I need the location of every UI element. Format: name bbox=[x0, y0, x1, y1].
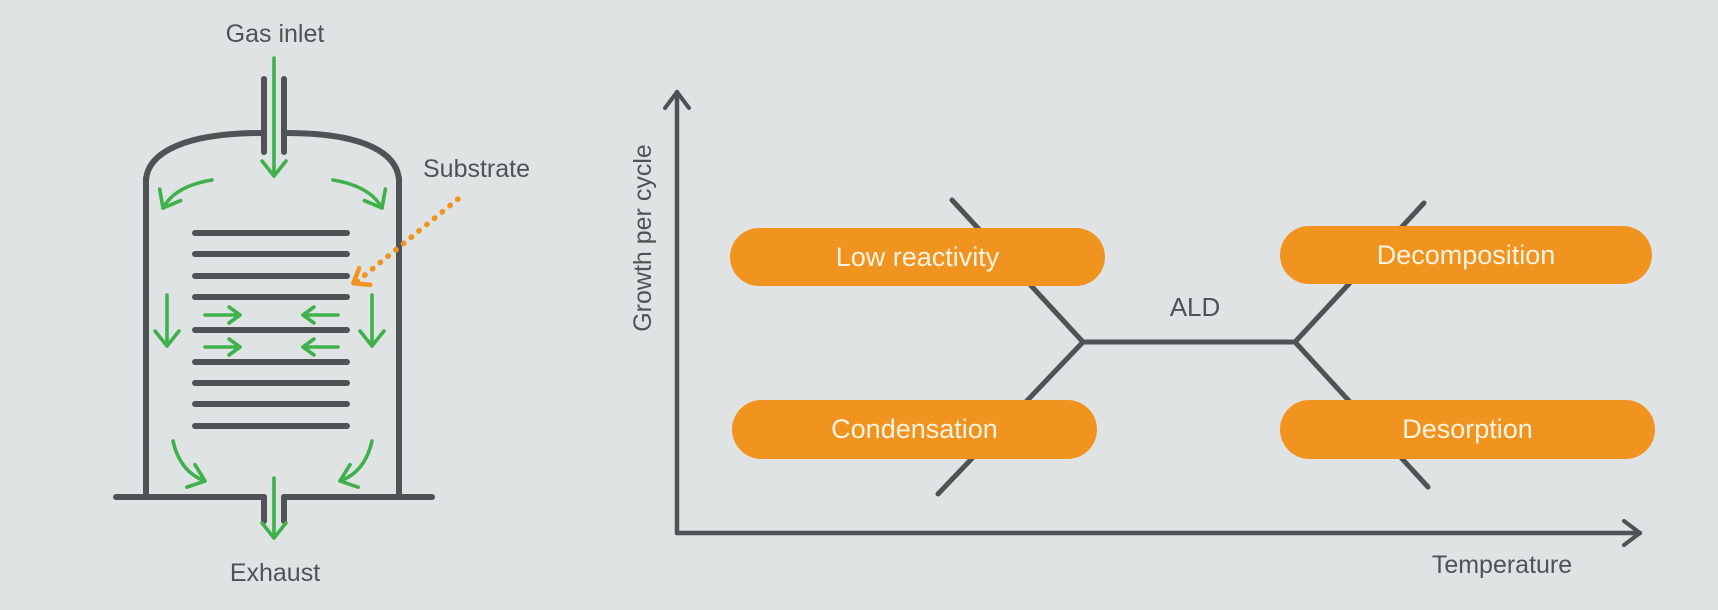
x-axis-label: Temperature bbox=[1431, 551, 1573, 579]
exhaust-label: Exhaust bbox=[229, 559, 321, 587]
gas-inlet-label: Gas inlet bbox=[225, 20, 325, 48]
region-pill-condensation: Condensation bbox=[732, 400, 1097, 459]
dome-flow-arrow-left bbox=[157, 178, 214, 210]
bottom-flow-arrow-left bbox=[171, 439, 207, 490]
ald-window-label: ALD bbox=[1169, 292, 1221, 322]
reactor-outline bbox=[113, 76, 435, 524]
substrate-label: Substrate bbox=[423, 155, 531, 183]
exhaust-tube bbox=[261, 494, 287, 524]
gas-flow-arrows bbox=[153, 56, 388, 540]
region-pill-low-reactivity: Low reactivity bbox=[730, 228, 1105, 286]
y-axis-label: Growth per cycle bbox=[629, 144, 657, 332]
gas-inlet-tube bbox=[261, 76, 287, 155]
region-pill-desorption: Desorption bbox=[1280, 400, 1655, 459]
region-pill-decomposition: Decomposition bbox=[1280, 226, 1652, 284]
dome-flow-arrow-right bbox=[331, 178, 388, 210]
reactor-dome-left bbox=[143, 130, 265, 183]
chart-axes bbox=[663, 89, 1643, 547]
bottom-flow-arrow-right bbox=[338, 439, 374, 490]
wafer-stack bbox=[192, 230, 350, 429]
reactor-dome-right bbox=[283, 130, 402, 183]
substrate-pointer-arrow bbox=[351, 196, 461, 288]
